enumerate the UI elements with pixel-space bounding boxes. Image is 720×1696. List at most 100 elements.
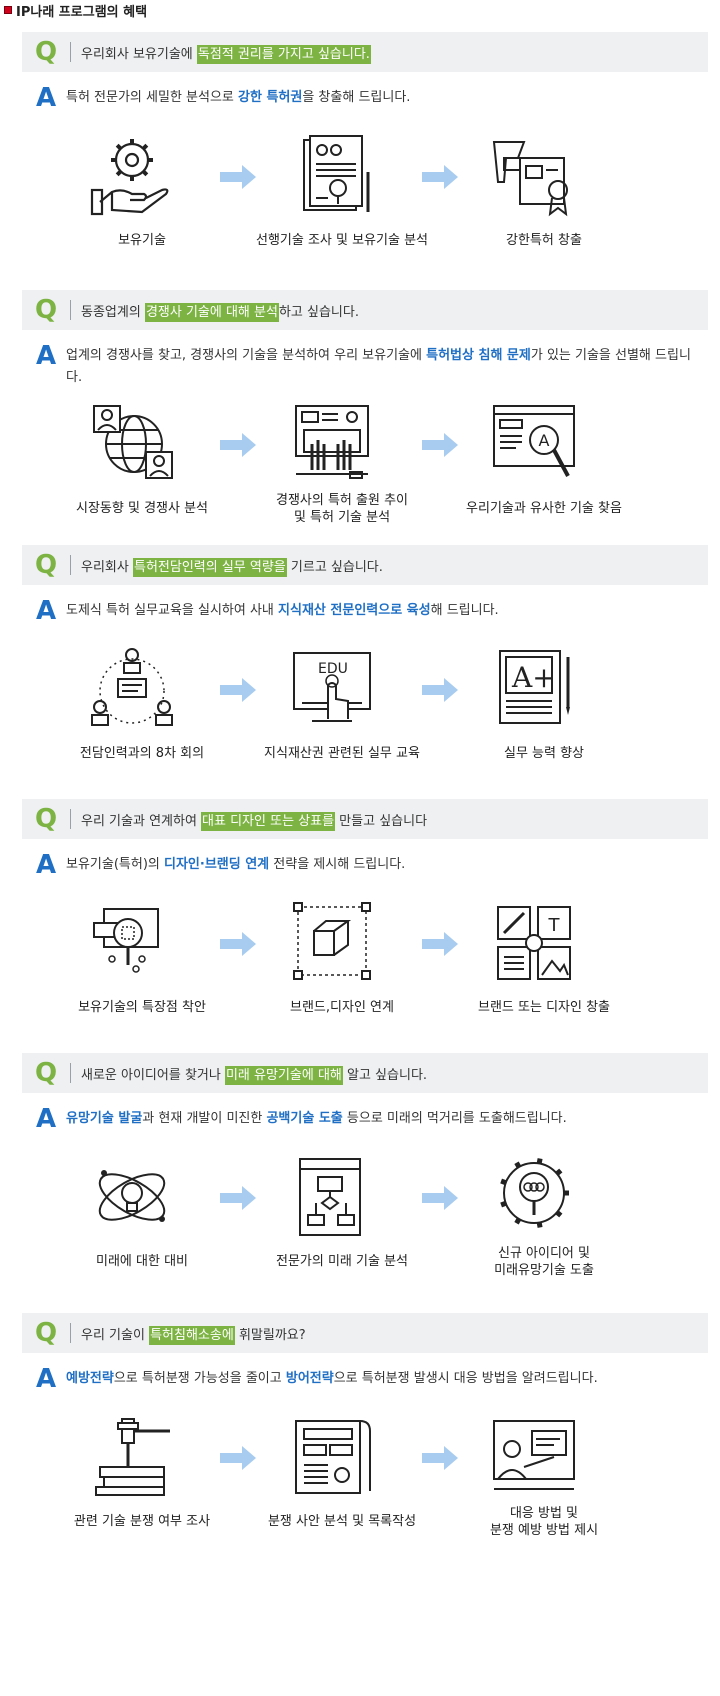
- answer-text: 유망기술 발굴과 현재 개발이 미진한 공백기술 도출 등으로 미래의 먹거리를…: [66, 1105, 567, 1133]
- benefit-section: Q 우리회사 보유기술에 독점적 권리를 가지고 싶습니다. A 특허 전문가의 세밀…: [0, 32, 720, 312]
- cube-frame-icon: [282, 899, 382, 989]
- svg-text:T: T: [548, 915, 561, 936]
- globe-people-icon: [82, 400, 182, 490]
- certificate-icon: [484, 132, 584, 222]
- question-text-after: 기르고 싶습니다.: [286, 559, 383, 575]
- answer-text-part: 보유기술(특허)의: [66, 857, 164, 872]
- edu-screen-icon: EDU: [282, 645, 382, 735]
- answer-letter: A: [36, 83, 57, 113]
- right-arrow-icon: [420, 430, 460, 460]
- page-title: IP나래 프로그램의 혜택: [16, 4, 148, 20]
- presentation-icon: [484, 1413, 584, 1503]
- design-tools-icon: T: [484, 899, 584, 989]
- flowchart-icon: [282, 1153, 382, 1243]
- svg-text:A: A: [539, 431, 550, 450]
- answer-row: A 특허 전문가의 세밀한 분석으로 강한 특허권을 창출해 드립니다.: [36, 84, 696, 112]
- grade-a-plus-icon: A+: [484, 645, 584, 735]
- question-letter: Q: [34, 1318, 58, 1348]
- right-arrow-icon: [218, 1183, 258, 1213]
- answer-emphasis: 예방전략: [66, 1371, 114, 1386]
- benefit-section: Q 새로운 아이디어를 찾거나 미래 유망기술에 대해 알고 싶습니다. A 유망기술…: [0, 1053, 720, 1333]
- computer-hands-icon: [282, 400, 382, 490]
- answer-text-part: 전략을 제시해 드립니다.: [269, 857, 406, 872]
- answer-letter: A: [36, 850, 57, 880]
- question-text: 우리 기술과 연계하여 대표 디자인 또는 상표를 만들고 싶습니다: [81, 810, 428, 831]
- step-label: 브랜드,디자인 연계: [290, 1000, 394, 1015]
- answer-text-part: 을 창출해 드립니다.: [302, 90, 411, 105]
- question-highlight: 특허침해소송에: [149, 1325, 235, 1345]
- question-text: 우리회사 보유기술에 독점적 권리를 가지고 싶습니다.: [81, 43, 371, 64]
- question-text: 동종업계의 경쟁사 기술에 대해 분석하고 싶습니다.: [81, 301, 359, 322]
- question-letter: Q: [34, 295, 58, 325]
- step-label: 전문가의 미래 기술 분석: [276, 1254, 408, 1269]
- step-label: 우리기술과 유사한 기술 찾음: [466, 501, 622, 516]
- hand-gear-icon: [82, 132, 182, 222]
- idea-orbit-icon: [82, 1153, 182, 1243]
- question-bar: Q 우리회사 보유기술에 독점적 권리를 가지고 싶습니다.: [22, 32, 708, 72]
- question-text-after: 알고 싶습니다.: [342, 1067, 428, 1083]
- answer-text: 예방전략으로 특허분쟁 가능성을 줄이고 방어전략으로 특허분쟁 발생시 대응 …: [66, 1365, 598, 1393]
- answer-text-part: 특허 전문가의 세밀한 분석으로: [66, 90, 239, 105]
- question-highlight: 독점적 권리를 가지고 싶습니다.: [196, 44, 371, 64]
- answer-emphasis: 공백기술 도출: [266, 1111, 343, 1126]
- step-label: 보유기술: [118, 233, 166, 248]
- step-label: 지식재산권 관련된 실무 교육: [264, 746, 420, 761]
- question-divider: [70, 1323, 71, 1343]
- question-highlight: 미래 유망기술에 대해: [224, 1065, 343, 1085]
- question-text-after: 만들고 싶습니다: [335, 813, 428, 829]
- right-arrow-icon: [420, 162, 460, 192]
- document-analysis-icon: [282, 132, 382, 222]
- magnifier-cards-icon: [82, 899, 182, 989]
- step-label: 전담인력과의 8차 회의: [79, 746, 205, 761]
- step-label: 미래에 대한 대비: [96, 1254, 188, 1269]
- answer-text-part: 가 있는 기술을 선별해 드립니다.: [66, 348, 691, 385]
- step-label: 선행기술 조사 및 보유기술 분석: [255, 233, 428, 248]
- gavel-books-icon: [82, 1413, 182, 1503]
- answer-row: A 예방전략으로 특허분쟁 가능성을 줄이고 방어전략으로 특허분쟁 발생시 대응…: [36, 1365, 696, 1393]
- answer-row: A 유망기술 발굴과 현재 개발이 미진한 공백기술 도출 등으로 미래의 먹거리…: [36, 1105, 696, 1133]
- answer-text-part: 도제식 특허 실무교육을 실시하여 사내: [66, 603, 279, 618]
- question-letter: Q: [34, 1058, 58, 1088]
- bullet-icon: [4, 6, 12, 14]
- step-label: 대응 방법 및 분쟁 예방 방법 제시: [489, 1506, 599, 1538]
- question-divider: [70, 555, 71, 575]
- answer-text-part: 으로 특허분쟁 발생시 대응 방법을 알려드립니다.: [333, 1371, 598, 1386]
- answer-letter: A: [36, 341, 57, 371]
- right-arrow-icon: [420, 1183, 460, 1213]
- answer-letter: A: [36, 1104, 57, 1134]
- right-arrow-icon: [420, 675, 460, 705]
- question-bar: Q 새로운 아이디어를 찾거나 미래 유망기술에 대해 알고 싶습니다.: [22, 1053, 708, 1093]
- right-arrow-icon: [420, 929, 460, 959]
- question-divider: [70, 42, 71, 62]
- answer-letter: A: [36, 1364, 57, 1394]
- gear-bulb-icon: [484, 1153, 584, 1243]
- step-label: 신규 아이디어 및 미래유망기술 도출: [494, 1246, 594, 1278]
- step-label: 브랜드 또는 디자인 창출: [478, 1000, 610, 1015]
- question-letter: Q: [34, 37, 58, 67]
- step-label: 분쟁 사안 분석 및 목록작성: [267, 1514, 417, 1529]
- svg-text:A+: A+: [511, 661, 556, 694]
- answer-emphasis: 유망기술 발굴: [66, 1111, 143, 1126]
- step-label: 시장동향 및 경쟁사 분석: [76, 501, 208, 516]
- question-text-after: 하고 싶습니다.: [278, 304, 359, 320]
- step-label: 보유기술의 특장점 착안: [78, 1000, 206, 1015]
- answer-emphasis: 지식재산 전문인력으로 육성: [278, 603, 431, 618]
- question-highlight: 특허전담인력의 실무 역량을: [132, 557, 287, 577]
- answer-emphasis: 강한 특허권: [238, 90, 303, 105]
- question-text-before: 새로운 아이디어를 찾거나: [81, 1067, 225, 1083]
- browser-search-icon: A: [484, 400, 584, 490]
- page-header: IP나래 프로그램의 혜택: [4, 0, 147, 20]
- question-divider: [70, 300, 71, 320]
- answer-letter: A: [36, 596, 57, 626]
- question-text-before: 우리 기술과 연계하여: [81, 813, 202, 829]
- question-highlight: 대표 디자인 또는 상표를: [201, 811, 336, 831]
- step-label: 실무 능력 향상: [503, 746, 585, 761]
